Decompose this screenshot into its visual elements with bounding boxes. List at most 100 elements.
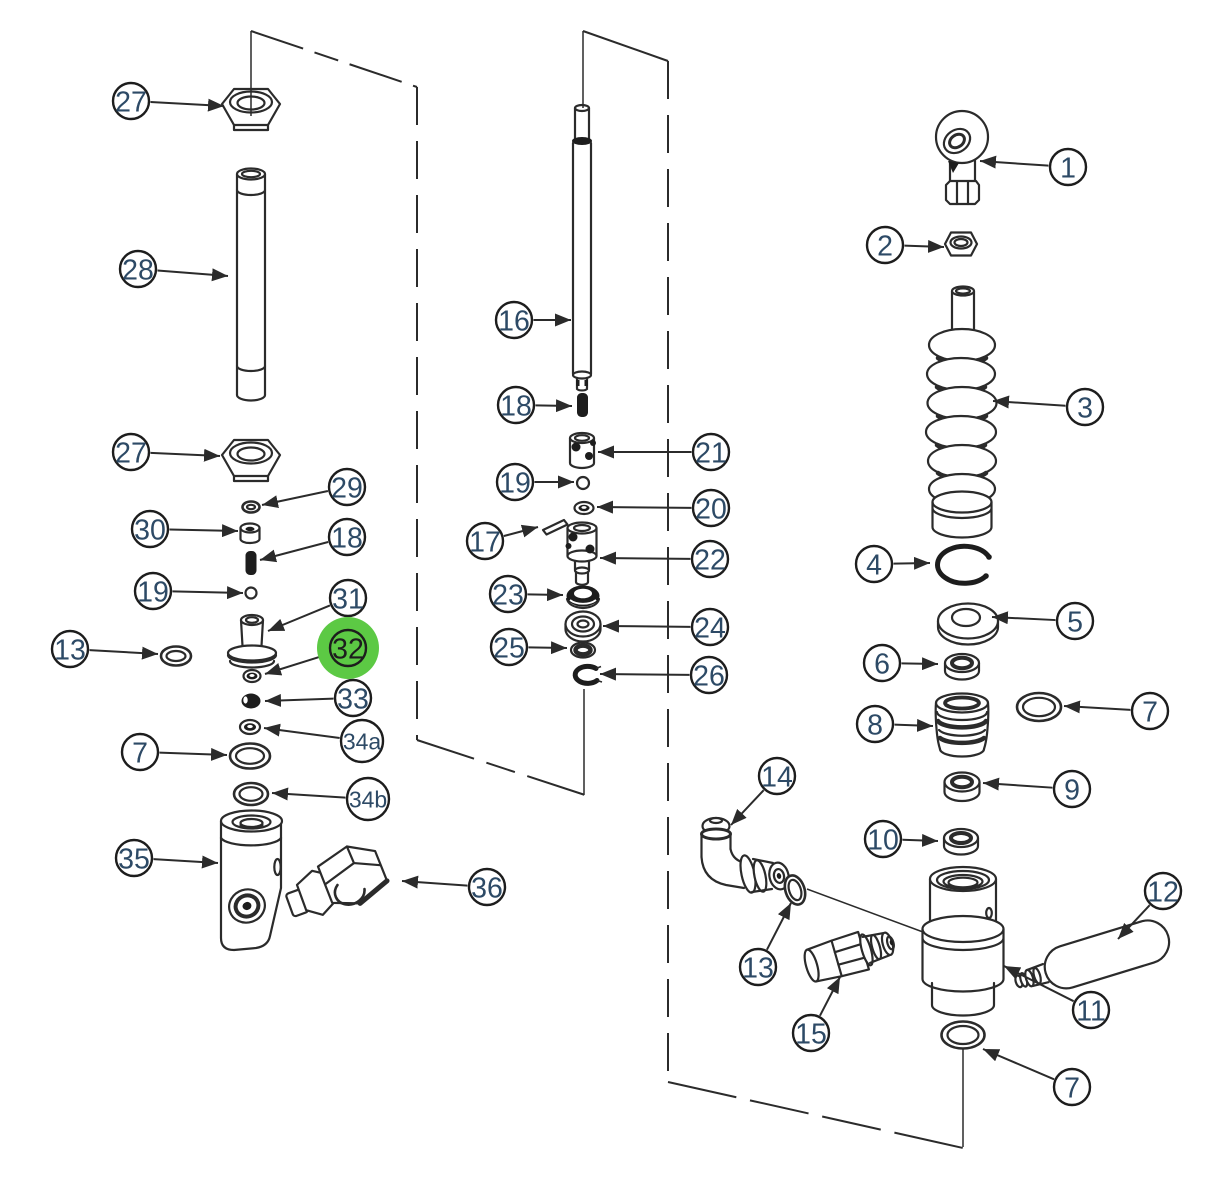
callout-36-balloon [467,867,507,907]
callout-26: 26 [599,655,729,695]
callout-1-number: 1 [1060,152,1076,184]
callout-19-balloon [495,462,535,502]
part-oring-7-left [228,742,272,770]
callout-20-balloon [691,488,731,528]
part-seal-25 [569,641,597,659]
part-bearing-24 [564,610,602,643]
callout-11-balloon [1071,990,1111,1030]
callout-22-number: 22 [694,544,726,576]
callout-2-number: 2 [877,230,893,262]
callout-6: 6 [862,643,939,683]
callout-1: 1 [979,147,1088,187]
callout-13-balloon [738,947,778,987]
callout-11-arrow [1003,965,1075,1003]
callout-35-balloon [114,838,154,878]
callout-7-number: 7 [1142,696,1158,728]
callout-18: 18 [259,517,367,563]
part-poppet-31 [226,613,278,669]
part-oring-34b [232,781,270,807]
part-oring-29 [241,500,261,514]
callout-25: 25 [489,627,568,667]
callout-2-arrow [904,239,945,253]
callout-23-arrow [527,588,564,602]
callout-33-arrow [264,693,334,707]
callout-28-arrow [157,268,229,282]
callout-25-number: 25 [493,632,525,664]
part-oring-7-bottom [940,1020,986,1050]
callout-7-number: 7 [1064,1072,1080,1104]
parts-layer [159,87,1171,1147]
callout-26-number: 26 [693,660,725,692]
callout-12-arrow [1117,904,1151,940]
callout-15-balloon [791,1013,831,1053]
callout-33-balloon [333,678,373,718]
callout-9-number: 9 [1064,774,1080,806]
callout-7-arrow [159,747,228,761]
callout-36-number: 36 [471,872,503,904]
boundary-left-diagonal-top [250,30,418,88]
callout-34b-arrow [271,787,346,801]
callout-9-balloon [1052,769,1092,809]
callout-26-arrow [599,667,690,681]
callout-3-arrow [992,395,1066,409]
callout-6-balloon [862,643,902,683]
part-swivel-fitting-36 [285,845,390,918]
callout-7-arrow [982,1048,1055,1081]
callout-34b-number: 34b [349,786,387,812]
callout-24: 24 [602,607,730,647]
callout-27-arrow [150,448,221,462]
callout-19-balloon [133,571,173,611]
callout-29: 29 [261,467,367,509]
callout-16-balloon [494,300,534,340]
callout-15-arrow [819,976,841,1017]
callout-33-number: 33 [337,683,369,715]
callout-7-balloon [1052,1067,1092,1107]
callout-14-number: 14 [761,761,793,793]
callout-29-number: 29 [331,472,363,504]
part-ball-19-center [575,475,591,491]
callout-29-arrow [261,490,329,509]
callout-12-balloon [1143,871,1183,911]
callout-7: 7 [982,1048,1092,1107]
part-pin-18-center [577,393,588,417]
callout-20-arrow [596,500,692,514]
callout-4-balloon [854,544,894,584]
callout-9: 9 [982,769,1092,809]
callout-13-arrow [766,902,792,951]
callout-35: 35 [114,838,219,878]
part-snap-ring-4 [935,543,992,586]
callout-11: 11 [1003,965,1111,1030]
callout-10-balloon [863,819,903,859]
callout-8-number: 8 [867,709,883,741]
callout-22-arrow [599,551,691,565]
callout-28-balloon [118,249,158,289]
callout-30-balloon [130,509,170,549]
callout-34b: 34b [271,776,391,822]
callout-28-number: 28 [122,254,154,286]
part-oring-13-left [159,645,193,667]
callout-34a-arrow [263,723,340,740]
callout-19-number: 19 [499,467,531,499]
callout-26-balloon [689,655,729,695]
callout-13-number: 13 [54,634,86,666]
callout-5-arrow [991,611,1056,625]
part-check-valve-15 [803,930,895,983]
callout-9-arrow [982,777,1053,791]
callout-18-number: 18 [500,390,532,422]
part-cylinder-base-35 [219,809,284,952]
callout-23-balloon [488,574,528,614]
callout-30-number: 30 [134,514,166,546]
part-seat-32 [242,668,262,684]
part-pump-body-11 [806,865,1005,1017]
part-seal-9 [943,771,981,803]
callout-5-balloon [1055,601,1095,641]
callout-19-number: 19 [137,576,169,608]
callout-18-balloon [496,385,536,425]
callout-18-balloon [327,517,367,557]
callout-28: 28 [118,249,229,289]
callout-17-balloon [465,521,505,561]
callout-27-balloon [111,432,151,472]
callout-32-balloon [328,628,368,668]
part-gland-30 [239,522,261,545]
